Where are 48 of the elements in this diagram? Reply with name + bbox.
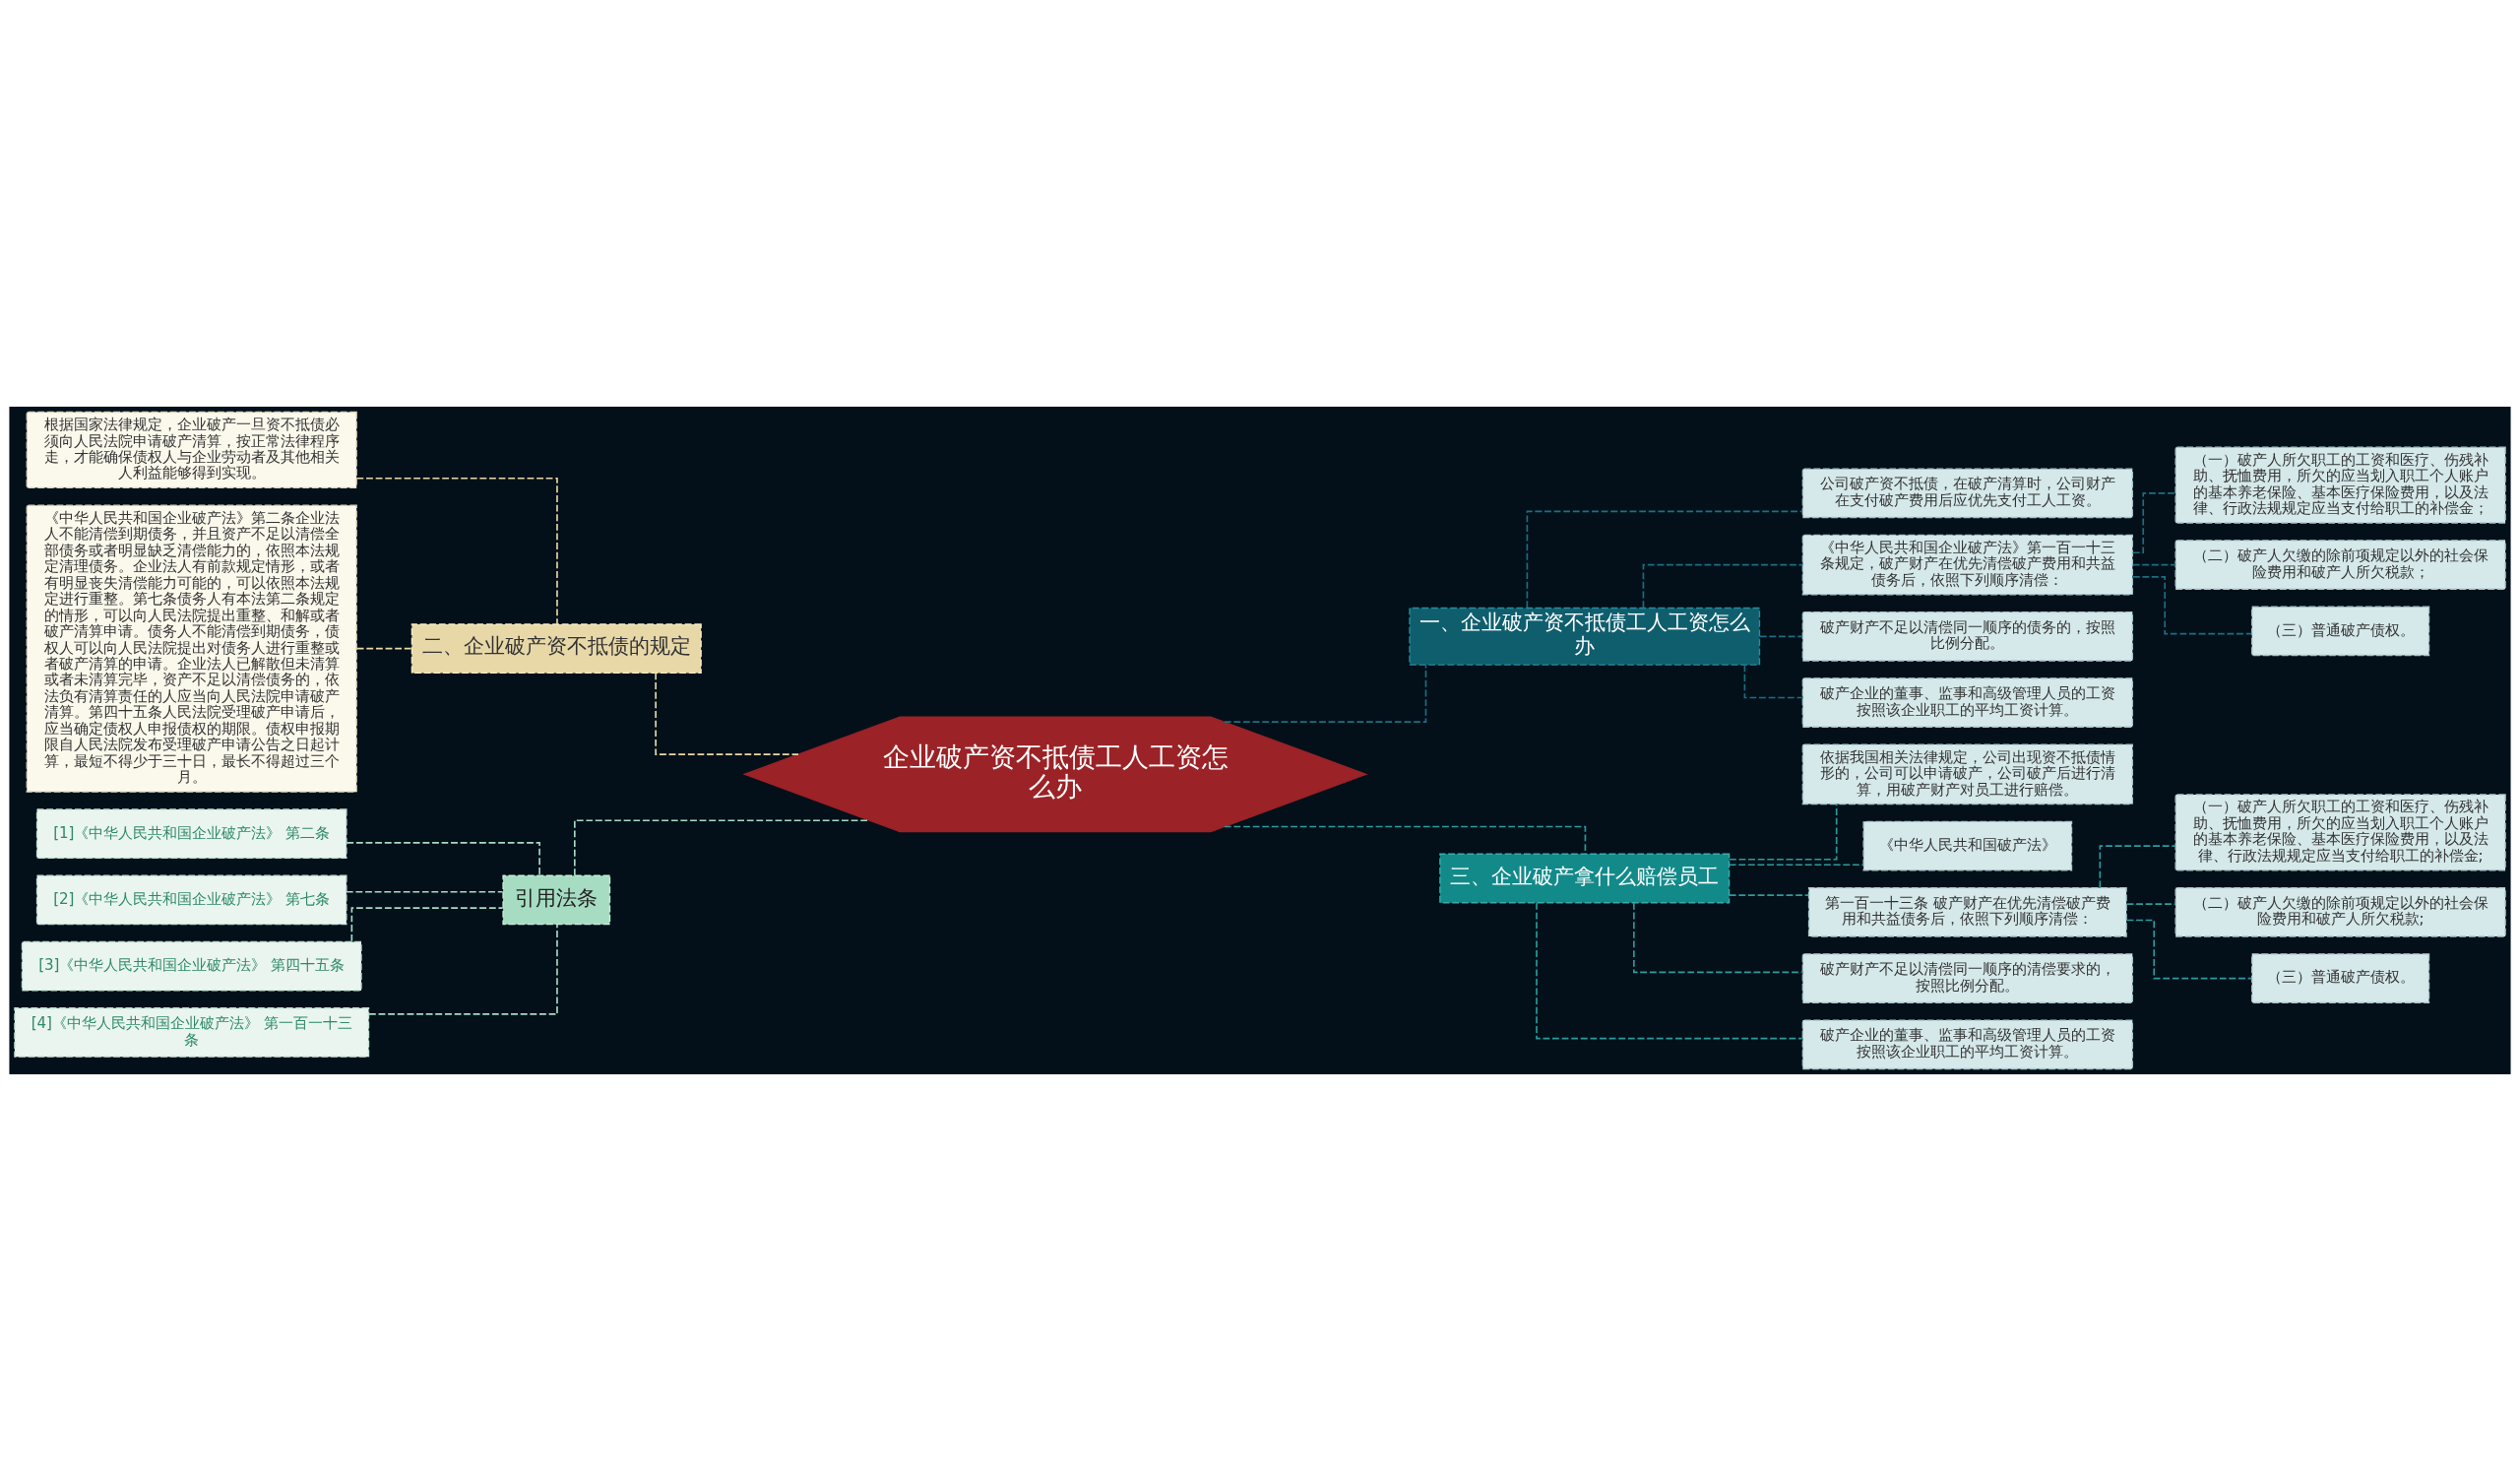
node-box: 破产企业的董事、监事和高级管理人员的工资按照该企业职工的平均工资计算。: [1801, 1018, 2133, 1069]
node-box: （三）普通破产债权。: [2251, 605, 2430, 656]
connector: [2131, 491, 2176, 553]
node-box: （二）破产人欠缴的除前项规定以外的社会保险费用和破产人所欠税款;: [2174, 886, 2506, 937]
node-box: 一、企业破产资不抵债工人工资怎么办: [1409, 607, 1761, 666]
connector: [1633, 901, 1804, 973]
connector: [1729, 893, 1810, 896]
connector: [350, 906, 504, 942]
connector: [1526, 510, 1803, 609]
node-box: （一）破产人所欠职工的工资和医疗、伤残补助、抚恤费用，所欠的应当划入职工个人账户的基本养老保险、基本医疗保险费用，以及法律、行政法规规定应当支付给职工的补偿金;: [2174, 793, 2506, 870]
connector: [368, 923, 558, 1015]
node-box: 《中华人民共和国企业破产法》第一百一十三条规定，破产财产在优先清偿破产费用和共益债务后，依照下列顺序清偿：: [1801, 534, 2133, 595]
node-box: 破产企业的董事、监事和高级管理人员的工资按照该企业职工的平均工资计算。: [1801, 676, 2133, 728]
node-box: 《中华人民共和国企业破产法》第二条企业法人不能清偿到期债务，并且资产不足以清偿全部债务或者明显缺乏清偿能力的，依照本法规定清理债务。企业法人有前款规定情形，或者有明显丧失清偿能力可能的，可以依照本法规定进行重整。第七条债务人有本法第二条规定的情形，可以向人民法院提出重整、和解或者破产清算申请。债务人不能清偿到期债务，债权人可以向人民法院提出对债务人进行重整或者破产清算的申请。企业法人已解散但未清算或者未清算完毕，资产不足以清偿债务的，依法负有清算责任的人应当向人民法院申请破产清算。第四十五条人民法院受理破产申请后，应当确定债权人申报债权的期限。债权申报期限自人民法院发布受理破产申请公告之日起计算，最短不得少于三十日，最长不得超过三个月。: [26, 504, 357, 793]
node-box: [4]《中华人民共和国企业破产法》 第一百一十三条: [14, 1006, 370, 1058]
connector: [1223, 663, 1427, 723]
node-box: （二）破产人欠缴的除前项规定以外的社会保险费用和破产人所欠税款；: [2174, 539, 2506, 590]
node-box: 根据国家法律规定，企业破产一旦资不抵债必须向人民法院申请破产清算，按正常法律程序走，才能确保债权人与企业劳动者及其他相关人利益能够得到实现。: [26, 411, 357, 488]
connector: [355, 647, 413, 649]
connector: [2125, 902, 2176, 905]
connector: [1743, 663, 1804, 698]
connector: [2131, 563, 2176, 565]
connector: [355, 477, 558, 625]
node-box: 依据我国相关法律规定，公司出现资不抵债情形的，公司可以申请破产，公司破产后进行清算，用破产财产对员工进行赔偿。: [1801, 742, 2133, 804]
node-box: 破产财产不足以清偿同一顺序的清偿要求的，按照比例分配。: [1801, 952, 2133, 1003]
node-box: 第一百一十三条 破产财产在优先清偿破产费用和共益债务后，依照下列顺序清偿：: [1807, 886, 2127, 937]
node-box: 三、企业破产拿什么赔偿员工: [1439, 853, 1731, 903]
node-box: 引用法条: [502, 874, 611, 925]
connector: [1729, 863, 1864, 866]
node-box: [3]《中华人民共和国企业破产法》 第四十五条: [21, 940, 362, 992]
connector: [2099, 844, 2176, 888]
node-box: 公司破产资不抵债，在破产清算时，公司财产在支付破产费用后应优先支付工人工资。: [1801, 467, 2133, 518]
node-box: 二、企业破产资不抵债的规定: [410, 622, 702, 674]
connector: [346, 841, 540, 876]
connector: [346, 890, 504, 893]
connector: [1536, 901, 1803, 1039]
connector: [1728, 803, 1838, 861]
connector: [2131, 575, 2253, 634]
connector: [2125, 919, 2253, 979]
node-box: （一）破产人所欠职工的工资和医疗、伤残补助、抚恤费用，所欠的应当划入职工个人账户的基本养老保险、基本医疗保险费用，以及法律、行政法规规定应当支付给职工的补偿金；: [2174, 446, 2506, 524]
node-box: [1]《中华人民共和国企业破产法》 第二条: [35, 807, 347, 859]
node-box: 《中华人民共和国破产法》: [1862, 820, 2073, 870]
node-box: 破产财产不足以清偿同一顺序的债务的，按照比例分配。: [1801, 611, 2133, 662]
node-box: [2]《中华人民共和国企业破产法》 第七条: [35, 874, 347, 925]
connector: [655, 672, 799, 755]
node-box: （三）普通破产债权。: [2251, 952, 2430, 1003]
connector: [1642, 563, 1804, 609]
connector: [1758, 635, 1803, 637]
